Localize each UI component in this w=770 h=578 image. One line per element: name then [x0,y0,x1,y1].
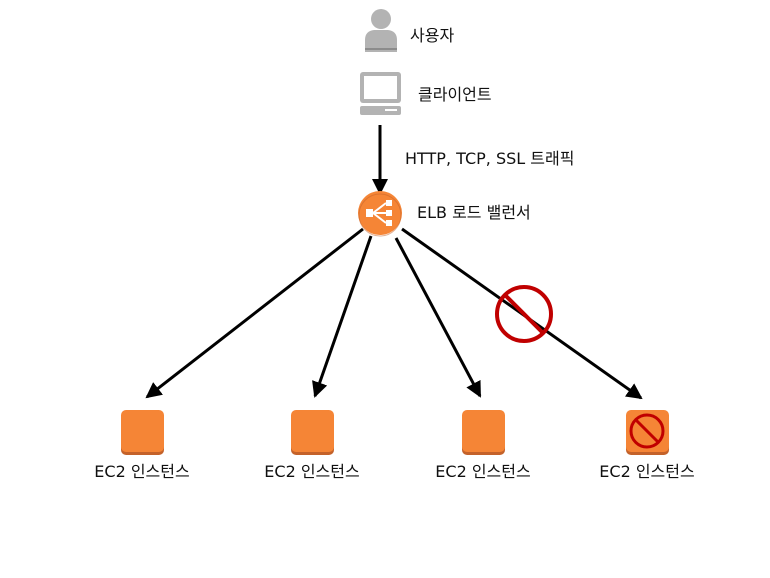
computer-icon [360,72,401,115]
ec2-instance-icon-1 [121,410,164,455]
ec2-label-3: EC2 인스턴스 [435,462,531,481]
ec2-instance-icon-3 [462,410,505,455]
ec2-label-1: EC2 인스턴스 [94,462,190,481]
user-label: 사용자 [410,26,455,45]
elb-label: ELB 로드 밸런서 [417,203,531,222]
route-arrow-3 [394,237,482,398]
traffic-label: HTTP, TCP, SSL 트래픽 [405,149,575,168]
user-icon [365,9,397,52]
route-arrow-2 [312,235,373,398]
prohibited-icon [629,413,665,449]
route-arrow-1 [145,227,364,399]
ec2-label-4: EC2 인스턴스 [599,462,695,481]
ec2-label-2: EC2 인스턴스 [264,462,360,481]
prohibited-icon [495,285,553,343]
load-balancer-icon [358,191,402,237]
client-label: 클라이언트 [418,85,492,104]
ec2-instance-icon-4-unhealthy [626,410,669,455]
ec2-instance-icon-2 [291,410,334,455]
